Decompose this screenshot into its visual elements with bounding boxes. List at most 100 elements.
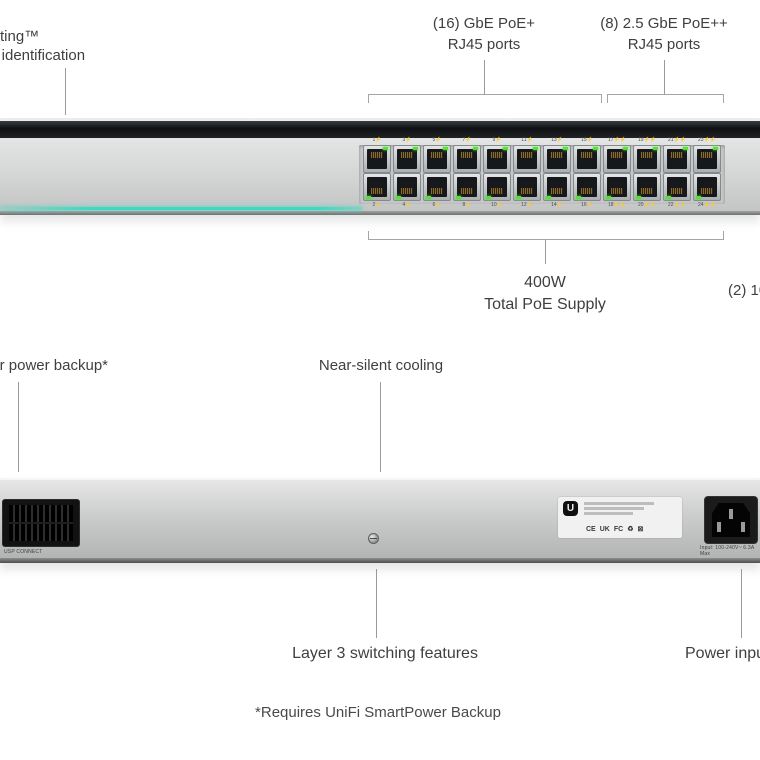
port-column: 17⚡⚡18⚡⚡ xyxy=(603,136,631,210)
port-number-bottom: 24⚡⚡ xyxy=(697,202,716,208)
sfp-ports-label-text: (2) 10G SFP+ ports xyxy=(728,282,760,299)
port-led-icon xyxy=(426,196,431,199)
product-label-plate: U CE UK FC ♻ ⊠ xyxy=(558,497,682,538)
layer3-label: Layer 3 switching features xyxy=(235,644,535,664)
rj45-port-top xyxy=(363,145,391,173)
chassis-screw xyxy=(368,533,379,544)
ce-mark-icon: CE xyxy=(586,526,596,533)
ukca-mark-icon: UK xyxy=(599,526,610,533)
callout-line-layer3 xyxy=(376,569,377,638)
rj45-port-bottom xyxy=(453,173,481,201)
rj45-port-top xyxy=(663,145,691,173)
port-number-top: 5⚡ xyxy=(432,137,442,143)
power-input-label: Power input xyxy=(685,644,760,664)
port-led-icon xyxy=(713,147,718,150)
port-number-top: 21⚡⚡ xyxy=(667,137,686,143)
poe-plusplus-label-line1: (8) 2.5 GbE PoE++ xyxy=(600,15,728,32)
port-number-bottom: 2⚡ xyxy=(372,202,382,208)
back-bottom-edge xyxy=(0,558,760,563)
usp-rps-connector xyxy=(2,499,80,547)
port-number-top: 9⚡ xyxy=(492,137,502,143)
layer3-label-text: Layer 3 switching features xyxy=(292,645,478,662)
port-column: 19⚡⚡ 20⚡⚡ xyxy=(633,136,661,210)
callout-line-etherlighting xyxy=(65,68,66,115)
port-number-top: 23⚡⚡ xyxy=(697,137,716,143)
port-number-top: 15⚡ xyxy=(581,137,593,143)
footnote-text: *Requires UniFi SmartPower Backup xyxy=(255,704,501,721)
usp-connector-pins xyxy=(9,505,73,541)
port-led-icon xyxy=(383,147,388,150)
callout-line-power-input xyxy=(741,569,742,638)
rj45-port-bottom xyxy=(663,173,691,201)
rj45-port-top xyxy=(543,145,571,173)
rj45-port-bottom xyxy=(603,173,631,201)
rj45-port-top xyxy=(633,145,661,173)
etherlighting-label-line2: for intuitive port identification xyxy=(0,47,86,64)
etherlighting-strip xyxy=(0,207,362,210)
port-led-icon xyxy=(503,147,508,150)
port-number-bottom: 8⚡ xyxy=(462,202,472,208)
ubiquiti-logo-icon: U xyxy=(563,501,578,516)
poe-plus-label-line2: RJ45 ports xyxy=(447,36,521,53)
port-led-icon xyxy=(413,147,418,150)
recycle-icon: ♻ xyxy=(627,526,634,533)
port-number-bottom: 22⚡⚡ xyxy=(667,202,686,208)
bracket-poe-plusplus xyxy=(607,94,724,103)
certification-marks: CE UK FC ♻ ⊠ xyxy=(586,525,643,534)
sfp-ports-label: (2) 10G SFP+ ports xyxy=(728,281,760,301)
port-led-icon xyxy=(696,196,701,199)
port-led-icon xyxy=(366,196,371,199)
poe-plus-ports-label: (16) GbE PoE+ RJ45 ports xyxy=(334,13,634,55)
port-number-bottom: 18⚡⚡ xyxy=(607,202,626,208)
cooling-label: Near-silent cooling xyxy=(231,356,531,376)
port-column: 9⚡10⚡ xyxy=(483,136,511,210)
port-led-icon xyxy=(683,147,688,150)
port-column: 5⚡6⚡ xyxy=(423,136,451,210)
power-backup-label: for power backup* xyxy=(0,356,108,376)
port-number-bottom: 16⚡ xyxy=(581,202,593,208)
port-led-icon xyxy=(456,196,461,199)
cooling-label-text: Near-silent cooling xyxy=(318,357,444,374)
port-number-top: 7⚡ xyxy=(462,137,472,143)
callout-line-poe-plusplus xyxy=(664,60,665,94)
rj45-port-bottom xyxy=(393,173,421,201)
etherlighting-label-line1: Etherlighting™ xyxy=(0,28,40,45)
weee-icon: ⊠ xyxy=(637,526,644,533)
etherlighting-label: Etherlighting™ for intuitive port identi… xyxy=(0,27,110,65)
poe-plus-label-line1: (16) GbE PoE+ xyxy=(432,15,536,32)
power-input-label-text: Power input xyxy=(685,645,760,662)
port-number-bottom: 4⚡ xyxy=(402,202,412,208)
callout-line-power-backup xyxy=(18,382,19,472)
port-number-top: 11⚡ xyxy=(521,137,533,143)
fcc-mark-icon: FC xyxy=(613,526,624,533)
bracket-poe-budget xyxy=(368,231,724,240)
port-number-top: 19⚡⚡ xyxy=(637,137,656,143)
port-grid: 1⚡2⚡3⚡4⚡5⚡6⚡7⚡8⚡9⚡10⚡11⚡12⚡13⚡14⚡15⚡16⚡1… xyxy=(363,136,721,210)
port-number-top: 13⚡ xyxy=(551,137,563,143)
port-led-icon xyxy=(636,196,641,199)
port-number-top: 1⚡ xyxy=(372,137,382,143)
port-led-icon xyxy=(546,196,551,199)
rj45-port-top xyxy=(483,145,511,173)
bracket-poe-plus xyxy=(368,94,602,103)
back-top-highlight xyxy=(0,478,760,480)
port-column: 21⚡⚡ 22⚡⚡ xyxy=(663,136,691,210)
callout-line-poe-budget xyxy=(545,240,546,264)
port-column: 15⚡ 16⚡ xyxy=(573,136,601,210)
port-led-icon xyxy=(443,147,448,150)
port-led-icon xyxy=(666,196,671,199)
port-number-bottom: 20⚡⚡ xyxy=(637,202,656,208)
rj45-port-bottom xyxy=(633,173,661,201)
rj45-port-bottom xyxy=(483,173,511,201)
rj45-port-bottom xyxy=(543,173,571,201)
rj45-port-bottom xyxy=(363,173,391,201)
port-led-icon xyxy=(593,147,598,150)
poe-budget-line2: Total PoE Supply xyxy=(484,296,606,313)
port-led-icon xyxy=(533,147,538,150)
rj45-port-top xyxy=(513,145,541,173)
power-backup-label-text: for power backup* xyxy=(0,357,108,374)
port-led-icon xyxy=(486,196,491,199)
switch-back-panel: USP CONNECT U CE UK FC ♻ ⊠ Input: 100-24… xyxy=(0,478,760,563)
rj45-port-bottom xyxy=(573,173,601,201)
rj45-port-bottom xyxy=(513,173,541,201)
